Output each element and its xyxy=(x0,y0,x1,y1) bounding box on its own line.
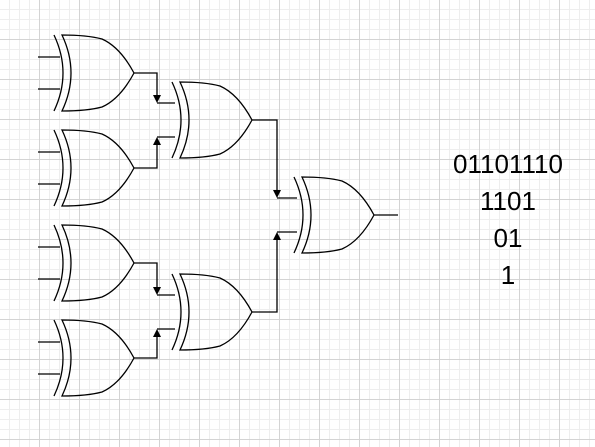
bit-sequence-labels: 01101110 1101 01 1 xyxy=(440,146,576,294)
bit-line-level-3: 01 xyxy=(493,223,523,253)
bit-line-level-2: 1101 xyxy=(480,186,536,216)
xor-gate-7[interactable] xyxy=(293,176,398,254)
wire-g4-g6 xyxy=(134,328,175,359)
xor-gate-2[interactable] xyxy=(38,129,135,207)
bit-line-level-1: 01101110 xyxy=(453,149,563,179)
wire-g3-g6 xyxy=(134,262,175,296)
wire-g2-g5 xyxy=(134,136,175,169)
xor-gate-6[interactable] xyxy=(171,273,253,351)
wire-g1-g5 xyxy=(134,72,175,104)
xor-gate-1[interactable] xyxy=(38,34,135,112)
wire-g6-g7 xyxy=(252,231,297,313)
wire-g5-g7 xyxy=(252,119,297,199)
bit-line-level-4: 1 xyxy=(500,260,516,290)
xor-gate-5[interactable] xyxy=(171,81,253,159)
xor-gate-4[interactable] xyxy=(38,319,135,397)
xor-gate-3[interactable] xyxy=(38,224,135,302)
